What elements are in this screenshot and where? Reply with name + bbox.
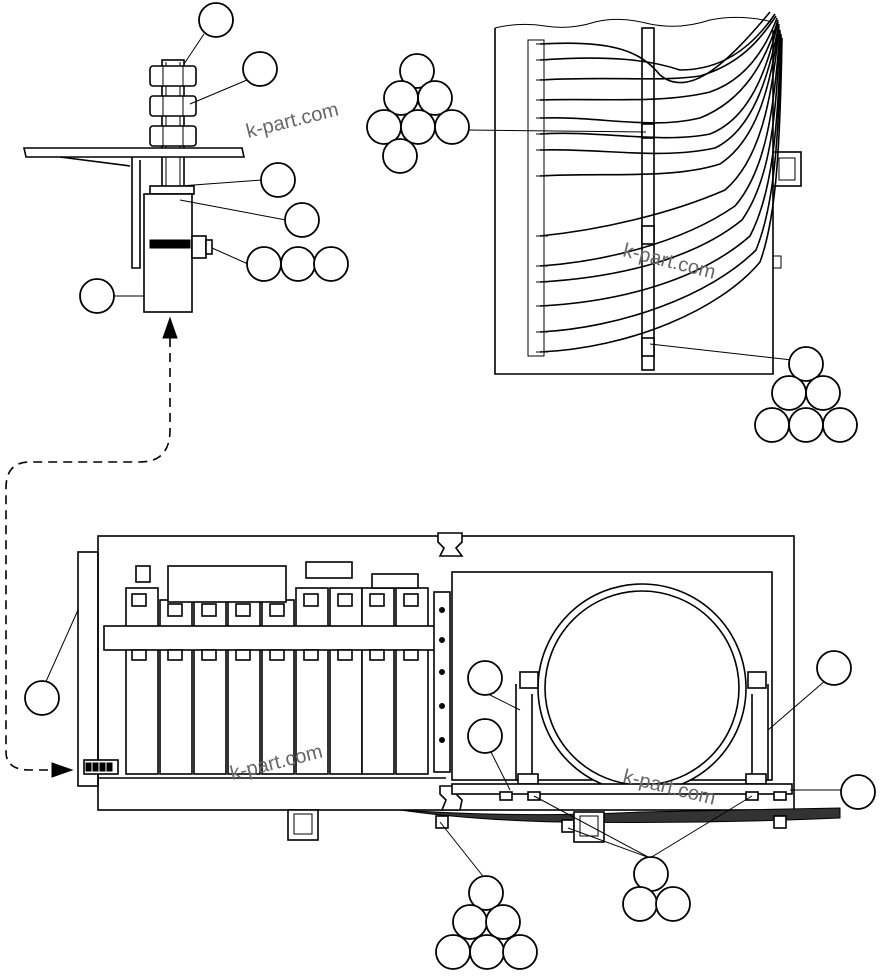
callout-bubble [822, 407, 858, 443]
callout-bubble [24, 680, 60, 716]
base-rail [451, 783, 793, 795]
divider-column [433, 591, 451, 773]
callout-bubble [469, 934, 505, 970]
main-assembly [77, 532, 841, 843]
callout-bubble [467, 660, 503, 696]
callout-bubble [502, 934, 538, 970]
callout-bubble [400, 109, 436, 145]
callout-bubble [280, 246, 316, 282]
cable-rail [641, 27, 655, 371]
arrow-head-right [51, 762, 74, 778]
callout-bubbles-b [366, 53, 858, 443]
callout-bubble [382, 138, 418, 174]
lower-bracket [287, 809, 319, 841]
bus-bar [103, 625, 449, 651]
callout-bubble [622, 886, 658, 922]
cradle-left [515, 684, 533, 781]
callout-bubble [198, 2, 234, 38]
nut-lower [149, 125, 197, 147]
callout-bubble [633, 856, 669, 892]
callout-bubbles-main [24, 650, 876, 970]
callout-bubble [816, 650, 852, 686]
callout-bubble [805, 375, 841, 411]
callout-bubble [485, 904, 521, 940]
callout-bubble [399, 53, 435, 89]
nut-top [149, 65, 197, 87]
callout-bubble [788, 407, 824, 443]
angle-bracket [131, 157, 141, 269]
callout-bubble [467, 718, 503, 754]
callout-bubble [435, 934, 471, 970]
block-band [149, 239, 191, 249]
junction-box [167, 565, 287, 603]
callout-bubble [434, 109, 470, 145]
mount-block [143, 193, 193, 313]
callout-bubble [468, 875, 504, 911]
terminal-strip [527, 39, 545, 357]
callout-bubble [246, 246, 282, 282]
lower-bracket [573, 811, 605, 843]
cable-bundle [539, 11, 783, 353]
nut-middle [149, 95, 197, 117]
watermark: k-part.com [244, 99, 341, 143]
washer [149, 185, 195, 195]
callout-bubble [840, 774, 876, 810]
callout-bubble [417, 80, 453, 116]
arrow-head-up [162, 316, 178, 339]
callout-leaders-a [113, 33, 287, 297]
callout-bubble [313, 246, 349, 282]
bolt-bracket-detail [23, 59, 245, 313]
cradle-right [751, 684, 769, 781]
callout-bubble [452, 904, 488, 940]
callout-bubble [655, 886, 691, 922]
callout-bubble [79, 278, 115, 314]
mounting-plate [23, 147, 245, 158]
callout-bubble [284, 202, 320, 238]
callout-bubble [788, 346, 824, 382]
callout-bubble [260, 162, 296, 198]
cable-harness-detail [494, 11, 802, 375]
callout-bubble [754, 407, 790, 443]
callout-bubble [771, 375, 807, 411]
callout-bubbles-a [79, 2, 349, 314]
fan-housing [537, 583, 747, 793]
callout-bubble [242, 51, 278, 87]
callout-leaders-b [467, 129, 793, 361]
side-panel [77, 551, 99, 787]
side-nut [191, 235, 207, 259]
reference-arrow [5, 316, 178, 778]
watermark: k-part.com [621, 240, 718, 284]
